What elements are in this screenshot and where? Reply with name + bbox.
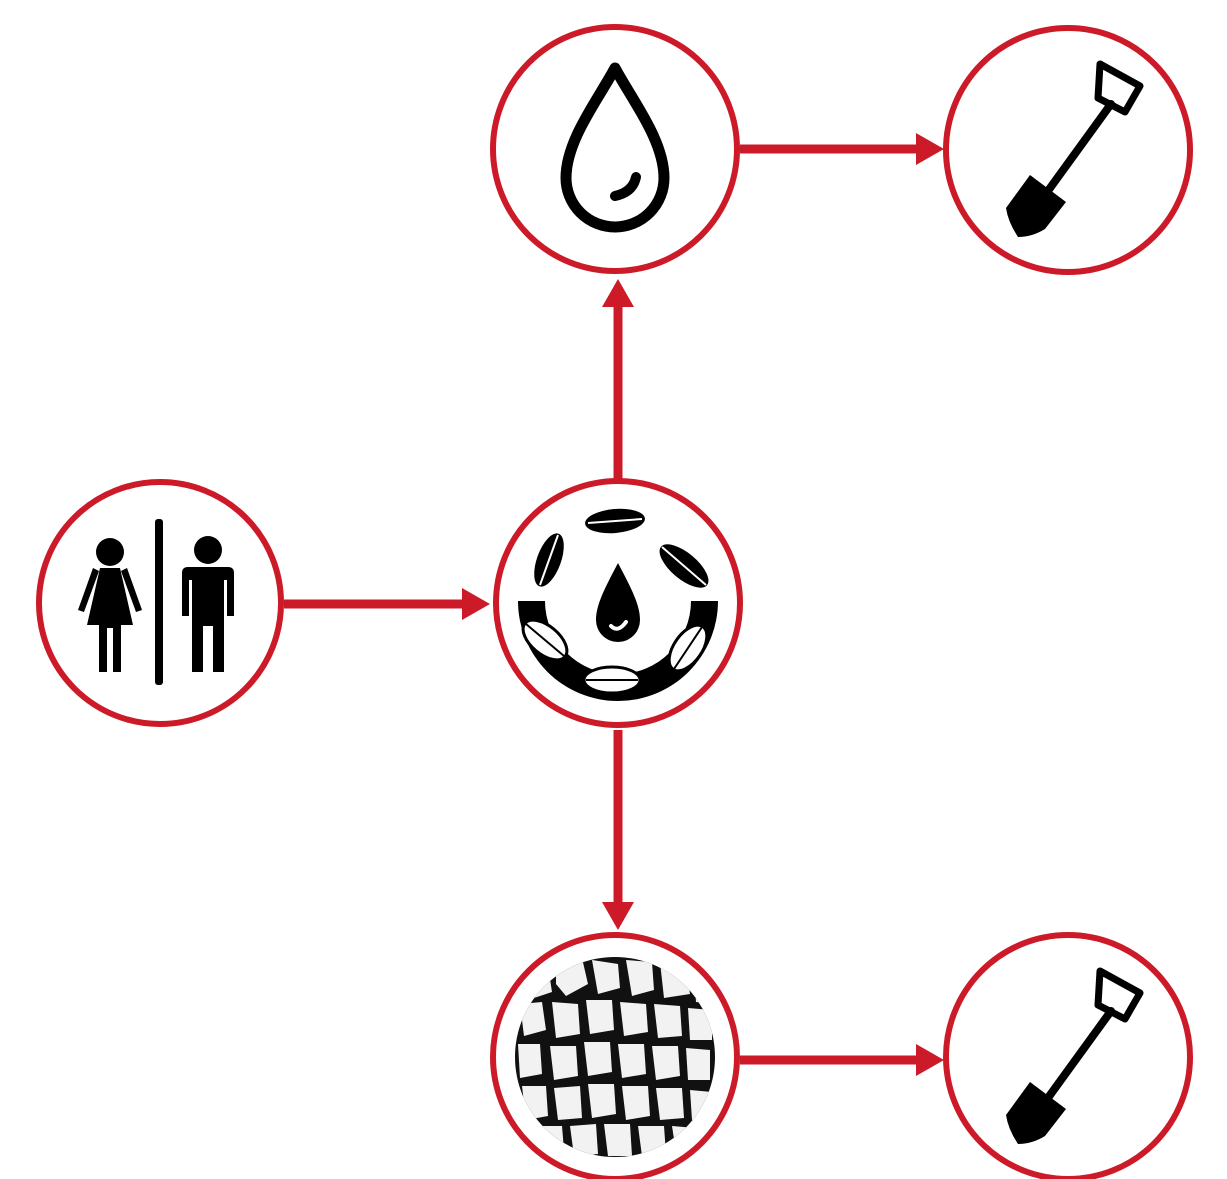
arrow-liquid-to-liquid-use <box>740 133 944 165</box>
node-liquid-use <box>946 28 1190 272</box>
dry-cracked-soil-icon <box>515 957 715 1157</box>
arrow-restroom-to-treatment <box>284 588 490 620</box>
node-treatment <box>496 481 740 725</box>
arrow-treatment-to-liquid <box>602 279 634 480</box>
node-solid-use <box>946 935 1190 1179</box>
leaf-bottom <box>584 667 640 693</box>
node-solid <box>493 935 737 1179</box>
node-restroom <box>39 482 281 724</box>
arrow-treatment-to-solid <box>602 730 634 930</box>
arrow-solid-to-solid-use <box>740 1044 944 1076</box>
node-liquid <box>493 27 737 271</box>
